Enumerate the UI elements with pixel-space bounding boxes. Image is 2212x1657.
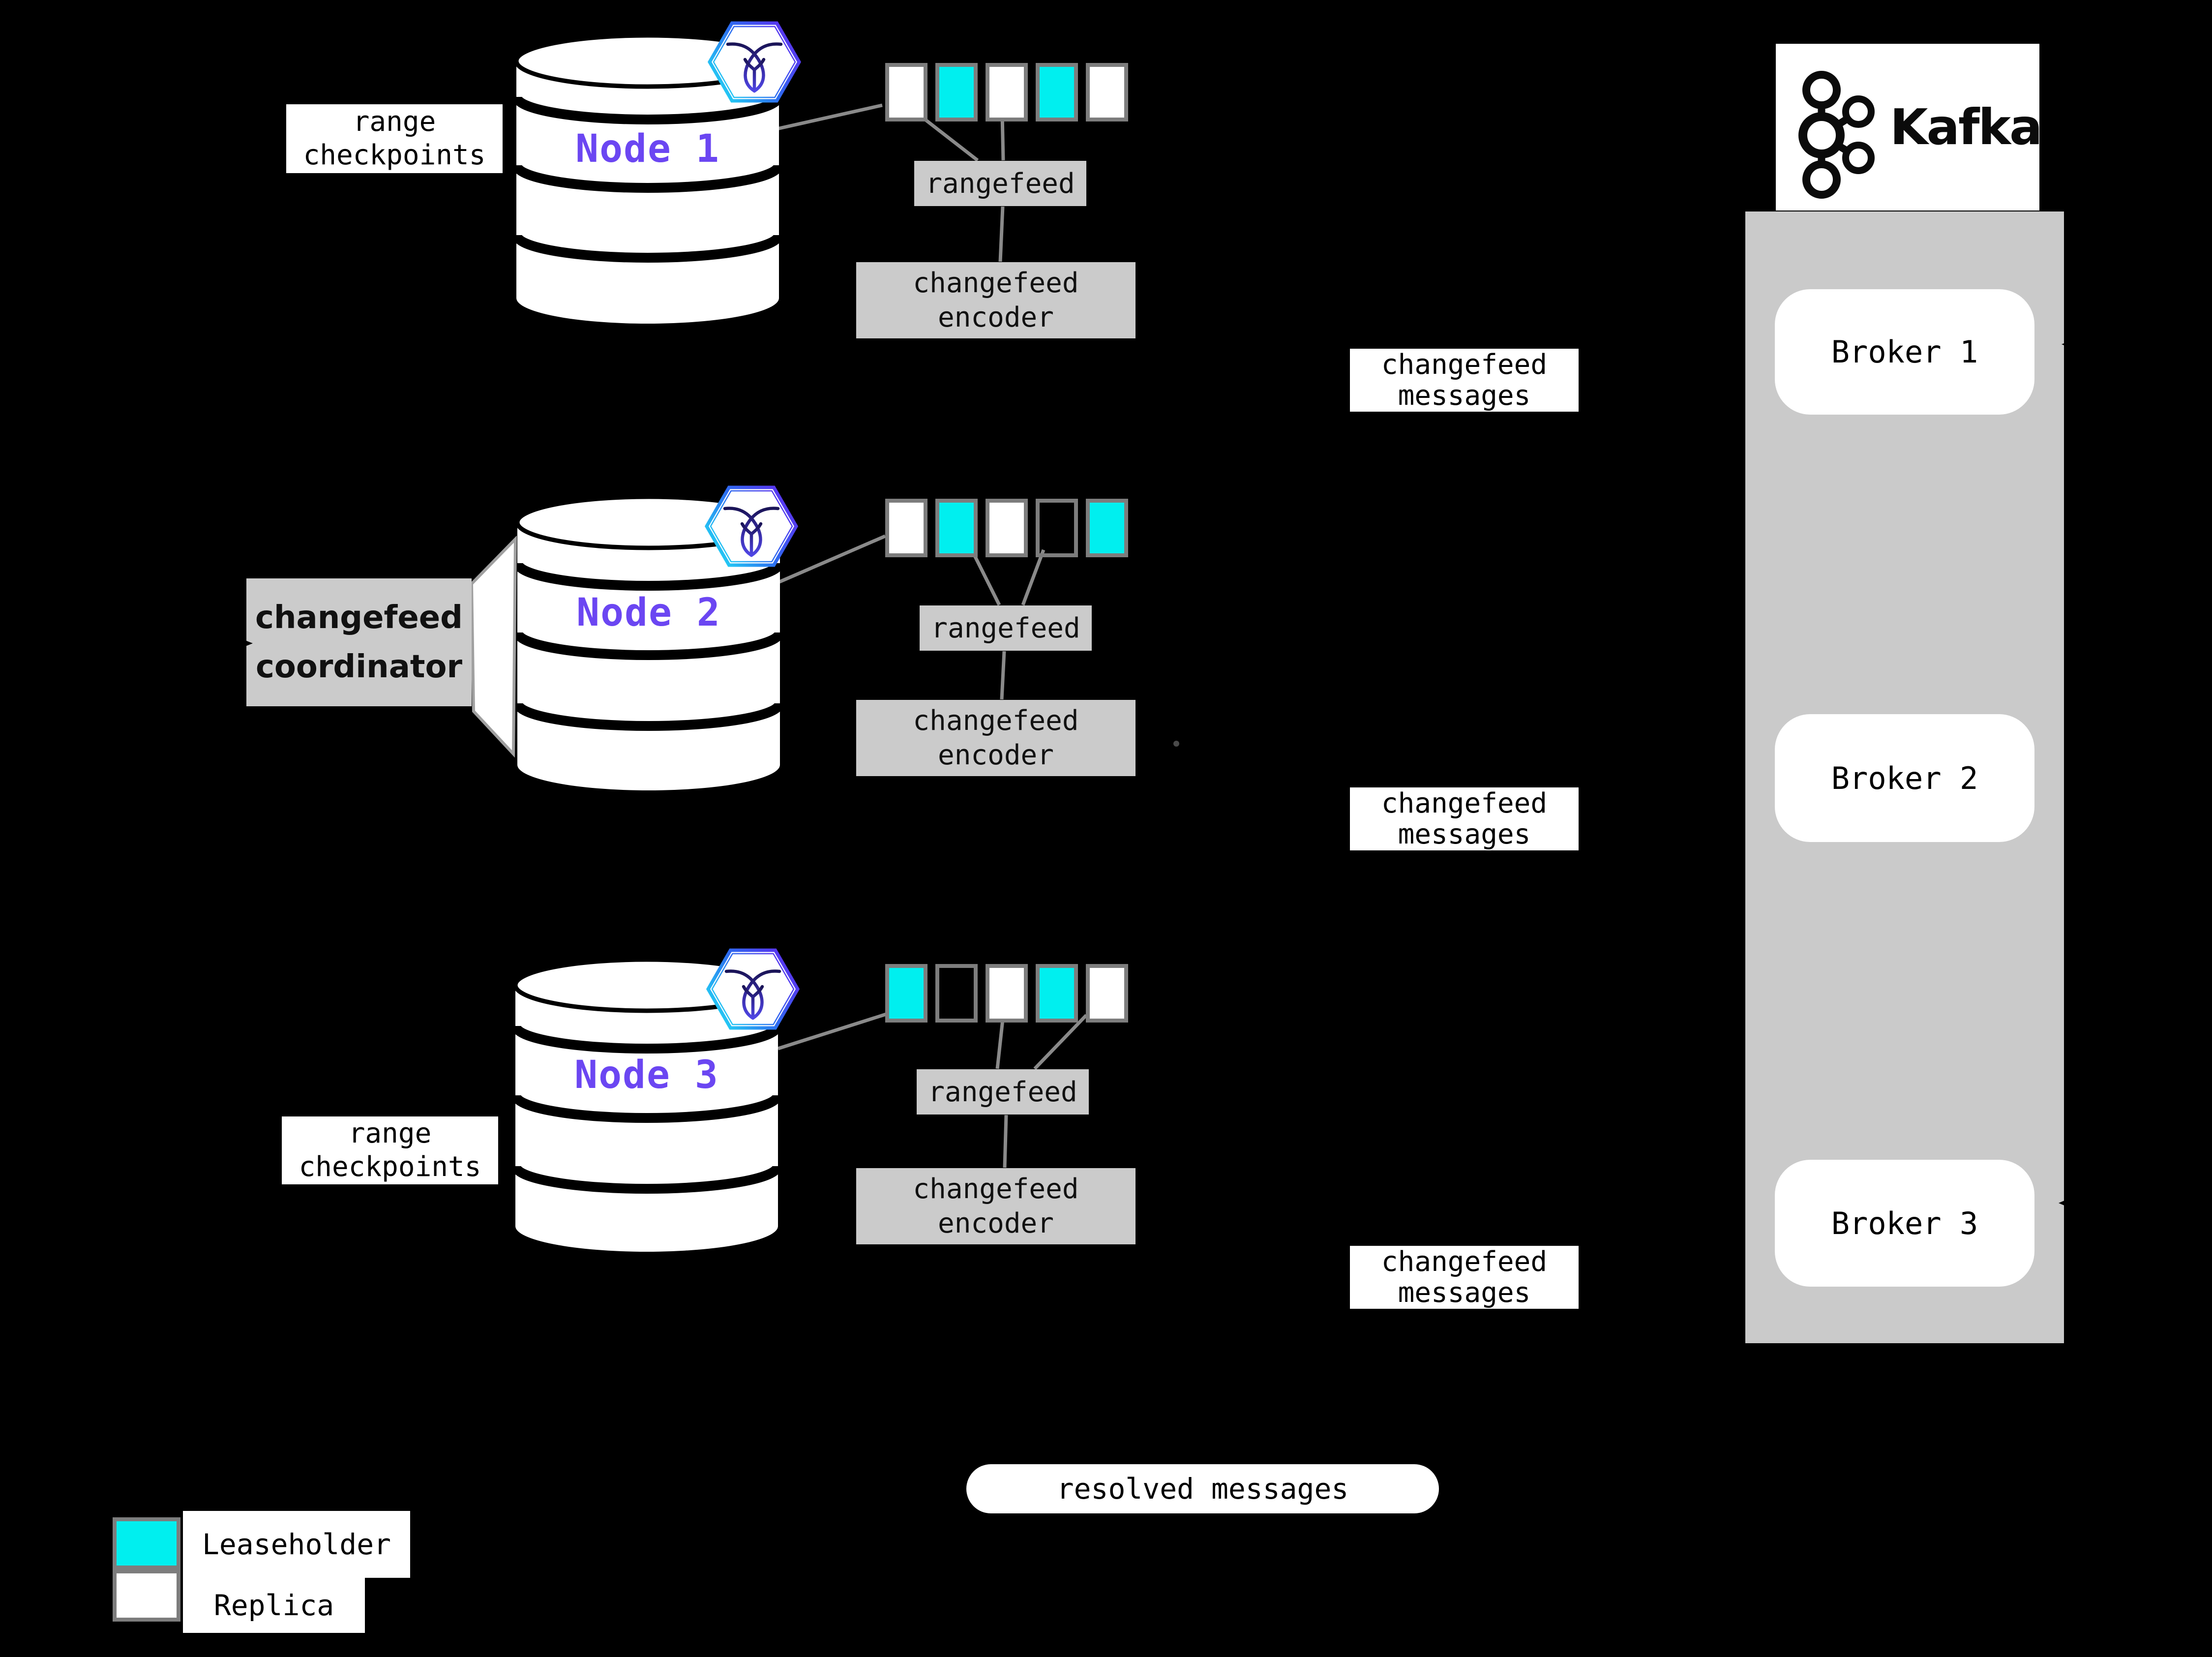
range-cell — [1086, 499, 1128, 557]
range-checkpoints-label: range checkpoints — [286, 104, 503, 173]
changefeed-messages-label: changefeed messages — [1350, 1246, 1579, 1309]
rangefeed-box: rangefeed — [914, 161, 1086, 206]
range-cell — [986, 63, 1028, 121]
legend-label-replica: Replica — [183, 1578, 365, 1633]
node3-range-row — [885, 964, 1128, 1023]
range-cell — [935, 964, 978, 1023]
range-cell — [1036, 63, 1078, 121]
kafka-cluster-container: Broker 1 Broker 2 Broker 3 — [1745, 211, 2064, 1343]
changefeed-encoder-box: changefeed encoder — [856, 1168, 1136, 1244]
changefeed-messages-label: changefeed messages — [1350, 349, 1579, 412]
legend-label-leaseholder: Leaseholder — [183, 1511, 410, 1578]
node1-range-row — [885, 63, 1128, 121]
changefeed-encoder-box: changefeed encoder — [856, 700, 1136, 776]
kafka-logo-text: Kafka — [1890, 98, 2042, 156]
node3-connector-lines — [777, 1012, 1088, 1168]
broker-box: Broker 3 — [1775, 1160, 2034, 1287]
range-cell — [885, 499, 927, 557]
node-label: Node 2 — [576, 591, 721, 635]
changefeed-messages-label: changefeed messages — [1350, 787, 1579, 850]
kafka-logo-icon — [1798, 71, 1875, 199]
broker-box: Broker 1 — [1775, 289, 2034, 415]
range-checkpoints-label: range checkpoints — [282, 1116, 498, 1184]
range-cell — [1086, 964, 1128, 1023]
legend-swatch-replica — [113, 1569, 180, 1622]
node1-connector-lines — [777, 103, 1005, 262]
range-cell — [885, 63, 927, 121]
changefeed-coordinator-label: changefeed coordinator — [246, 578, 472, 706]
node-label: Node 1 — [575, 127, 720, 171]
rangefeed-box: rangefeed — [917, 1069, 1089, 1115]
range-cell — [1036, 964, 1078, 1023]
rangefeed-box: rangefeed — [920, 605, 1092, 651]
node2-connector-lines — [778, 534, 1046, 700]
range-cell — [935, 63, 978, 121]
broker-box: Broker 2 — [1775, 714, 2034, 842]
range-cell — [885, 964, 927, 1023]
range-cell — [1086, 63, 1128, 121]
node1-cylinder — [512, 33, 783, 324]
legend-swatch-leaseholder — [113, 1517, 180, 1569]
coordinator-pointer-ribbon — [470, 535, 517, 758]
range-cell — [935, 499, 978, 557]
node2-range-row — [885, 499, 1128, 557]
range-cell — [1036, 499, 1078, 557]
node-label: Node 3 — [574, 1053, 719, 1097]
kafka-logo: Kafka — [1776, 44, 2042, 211]
range-cell — [986, 499, 1028, 557]
resolved-messages-pill: resolved messages — [966, 1464, 1439, 1513]
range-cell — [986, 964, 1028, 1023]
changefeed-encoder-box: changefeed encoder — [856, 262, 1136, 338]
